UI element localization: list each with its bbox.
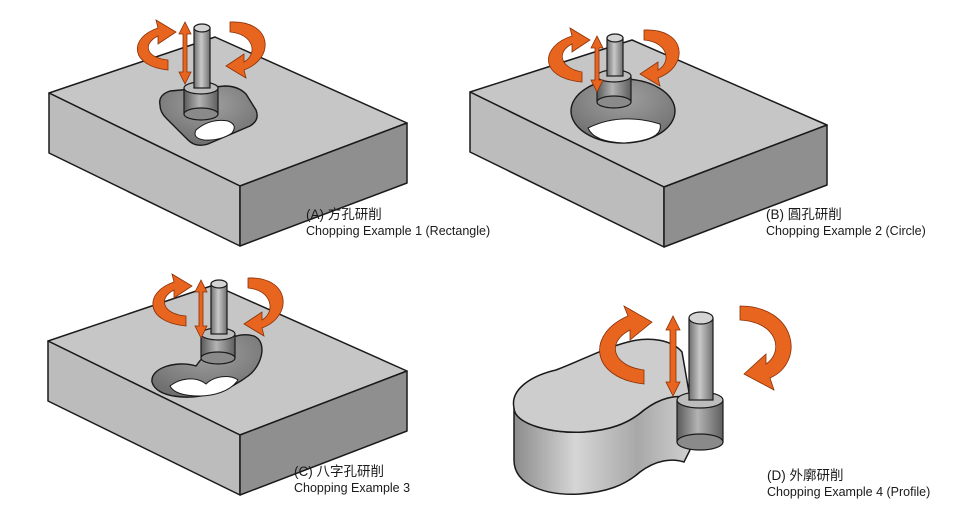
- panel-a-hole-through: [194, 119, 235, 141]
- panel-b-rotate-arrow-right: [639, 29, 680, 87]
- panel-c-block-front-side: [239, 370, 408, 496]
- panel-b-title: (B) 圓孔研削: [766, 207, 842, 222]
- panel-b-block-front-side: [663, 124, 828, 248]
- panel-a-figure: [48, 19, 408, 247]
- panel-c-updown-arrow: [194, 279, 208, 339]
- panel-d-figure: [512, 305, 792, 495]
- panel-b-caption: (B) 圓孔研削 Chopping Example 2 (Circle): [766, 206, 926, 240]
- panel-c-tool: [200, 279, 236, 365]
- panel-d-rotate-arrow-right: [739, 305, 792, 391]
- panel-d-rotate-arrow-left: [599, 305, 653, 385]
- panel-b-figure: [469, 27, 828, 248]
- panel-c-title: (C) 八字孔研削: [294, 464, 384, 479]
- panel-a-caption: (A) 方孔研削 Chopping Example 1 (Rectangle): [306, 206, 490, 240]
- panel-a-updown-arrow: [178, 21, 192, 85]
- panel-c-rotate-arrow-left: [152, 273, 193, 327]
- panel-a-tool: [183, 23, 219, 121]
- panel-a-subtitle: Chopping Example 1 (Rectangle): [306, 224, 491, 238]
- panel-a-title: (A) 方孔研削: [306, 207, 382, 222]
- panel-d-title: (D) 外廓研削: [767, 468, 844, 483]
- panel-c-caption: (C) 八字孔研削 Chopping Example 3: [294, 463, 410, 497]
- panel-a-rotate-arrow-right: [225, 21, 266, 79]
- panel-a-rotate-arrow-left: [137, 19, 177, 71]
- panel-b-tool: [596, 33, 632, 109]
- panel-b-rotate-arrow-left: [548, 27, 591, 83]
- panel-d-caption: (D) 外廓研削 Chopping Example 4 (Profile): [767, 467, 930, 501]
- panel-b-hole-through: [587, 118, 661, 144]
- panel-d-tool: [676, 311, 724, 451]
- panel-a-block-front-side: [239, 122, 408, 247]
- panel-b-subtitle: Chopping Example 2 (Circle): [766, 224, 926, 238]
- panel-c-hole-through: [169, 376, 239, 397]
- panel-c-figure: [47, 273, 408, 496]
- panel-c-subtitle: Chopping Example 3: [294, 481, 411, 495]
- panel-d-updown-arrow: [665, 315, 681, 397]
- panel-d-subtitle: Chopping Example 4 (Profile): [767, 485, 931, 499]
- panel-c-rotate-arrow-right: [243, 277, 284, 337]
- panel-b-updown-arrow: [590, 35, 604, 93]
